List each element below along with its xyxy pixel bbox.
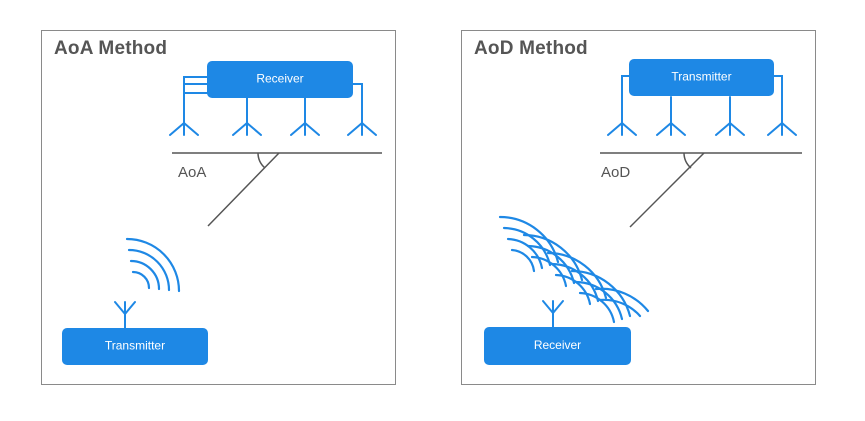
incoming-signal-line: [207, 152, 280, 227]
antenna-icon: [347, 122, 377, 136]
panel-title: AoD Method: [474, 38, 588, 59]
antenna-icon: [232, 122, 262, 136]
antenna-icon: [715, 122, 745, 136]
receiver-antenna-array: [169, 76, 377, 136]
antenna-icon: [656, 122, 686, 136]
angle-arc: [257, 152, 266, 169]
transmitter-box: Transmitter: [62, 328, 208, 365]
aod-diagram: Transmitter AoD: [484, 59, 802, 365]
radio-wave-icon: [125, 237, 181, 293]
panel-title: AoA Method: [54, 38, 168, 59]
aoa-diagram: Receiver AoA Transmitter: [62, 61, 382, 365]
antenna-icon: [607, 122, 637, 136]
aod-panel: AoD Method Transmitter: [461, 30, 816, 385]
angle-arc: [683, 152, 692, 169]
transmitter-box: Transmitter: [629, 59, 774, 96]
transmitter-antenna-array: [607, 75, 797, 136]
antenna-icon: [767, 122, 797, 136]
antenna-icon: [114, 301, 136, 329]
receiver-box: Receiver: [207, 61, 353, 98]
angle-label: AoA: [178, 164, 206, 181]
outgoing-signal-line: [629, 152, 705, 228]
receiver-box: Receiver: [484, 327, 631, 365]
aoa-panel: AoA Method Receiver: [41, 30, 396, 385]
angle-label: AoD: [601, 164, 630, 181]
transmitter-label: Transmitter: [105, 339, 165, 353]
receiver-label: Receiver: [256, 72, 303, 86]
transmitter-label: Transmitter: [671, 70, 731, 84]
receiver-label: Receiver: [534, 338, 581, 352]
antenna-icon: [542, 300, 564, 328]
radio-wave-icon: [498, 215, 650, 324]
antenna-icon: [290, 122, 320, 136]
antenna-icon: [169, 122, 199, 136]
